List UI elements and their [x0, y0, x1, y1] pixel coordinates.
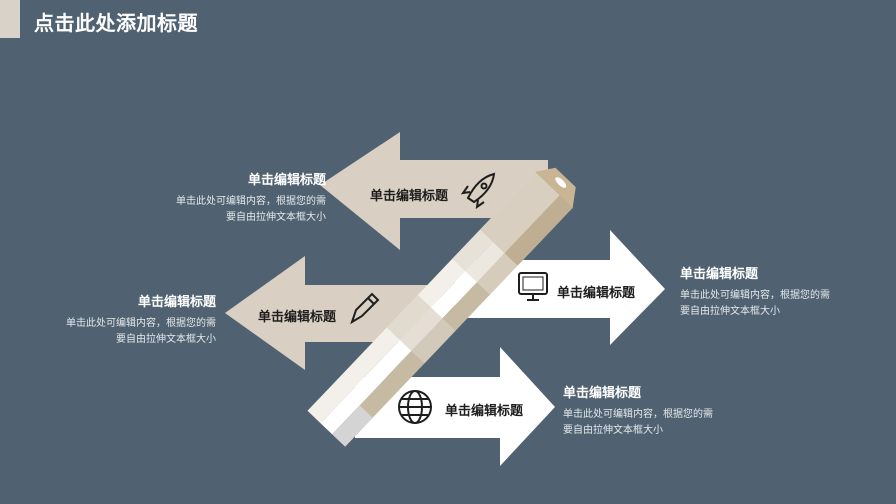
globe-icon — [398, 390, 432, 424]
block-line: 要自由拉伸文本框大小 — [680, 306, 780, 317]
rocket-icon — [460, 172, 496, 210]
arrow-right-4[interactable] — [355, 347, 555, 466]
arrow-right-3[interactable] — [455, 230, 665, 345]
block-line: 单击此处可编辑内容，根据您的需 — [680, 290, 830, 301]
block-line: 单击此处可编辑内容，根据您的需 — [66, 318, 216, 329]
text-block-2[interactable]: 单击编辑标题 单击此处可编辑内容，根据您的需 要自由拉伸文本框大小 — [66, 291, 216, 348]
arrow-2-label[interactable]: 单击编辑标题 — [258, 310, 337, 325]
text-block-4[interactable]: 单击编辑标题 单击此处可编辑内容，根据您的需 要自由拉伸文本框大小 — [563, 382, 713, 439]
block-heading: 单击编辑标题 — [137, 295, 216, 310]
arrow-left-1[interactable] — [320, 132, 548, 250]
block-line: 要自由拉伸文本框大小 — [116, 334, 216, 345]
slide-title[interactable]: 点击此处添加标题 — [34, 11, 198, 35]
arrow-1-label[interactable]: 单击编辑标题 — [370, 189, 449, 204]
computer-code-icon — [518, 272, 548, 301]
block-line: 单击此处可编辑内容，根据您的需 — [176, 196, 326, 207]
pencil-icon — [350, 292, 380, 325]
block-line: 要自由拉伸文本框大小 — [563, 425, 663, 436]
corner-accent — [0, 0, 20, 38]
block-line: 单击此处可编辑内容，根据您的需 — [563, 409, 713, 420]
arrow-4-label[interactable]: 单击编辑标题 — [445, 404, 524, 419]
block-line: 要自由拉伸文本框大小 — [226, 212, 326, 223]
block-heading: 单击编辑标题 — [680, 267, 759, 282]
arrow-3-label[interactable]: 单击编辑标题 — [557, 286, 636, 301]
text-block-3[interactable]: 单击编辑标题 单击此处可编辑内容，根据您的需 要自由拉伸文本框大小 — [680, 263, 830, 320]
block-heading: 单击编辑标题 — [563, 386, 642, 401]
text-block-1[interactable]: 单击编辑标题 单击此处可编辑内容，根据您的需 要自由拉伸文本框大小 — [176, 169, 326, 226]
block-heading: 单击编辑标题 — [247, 173, 326, 188]
pencil — [307, 167, 576, 447]
